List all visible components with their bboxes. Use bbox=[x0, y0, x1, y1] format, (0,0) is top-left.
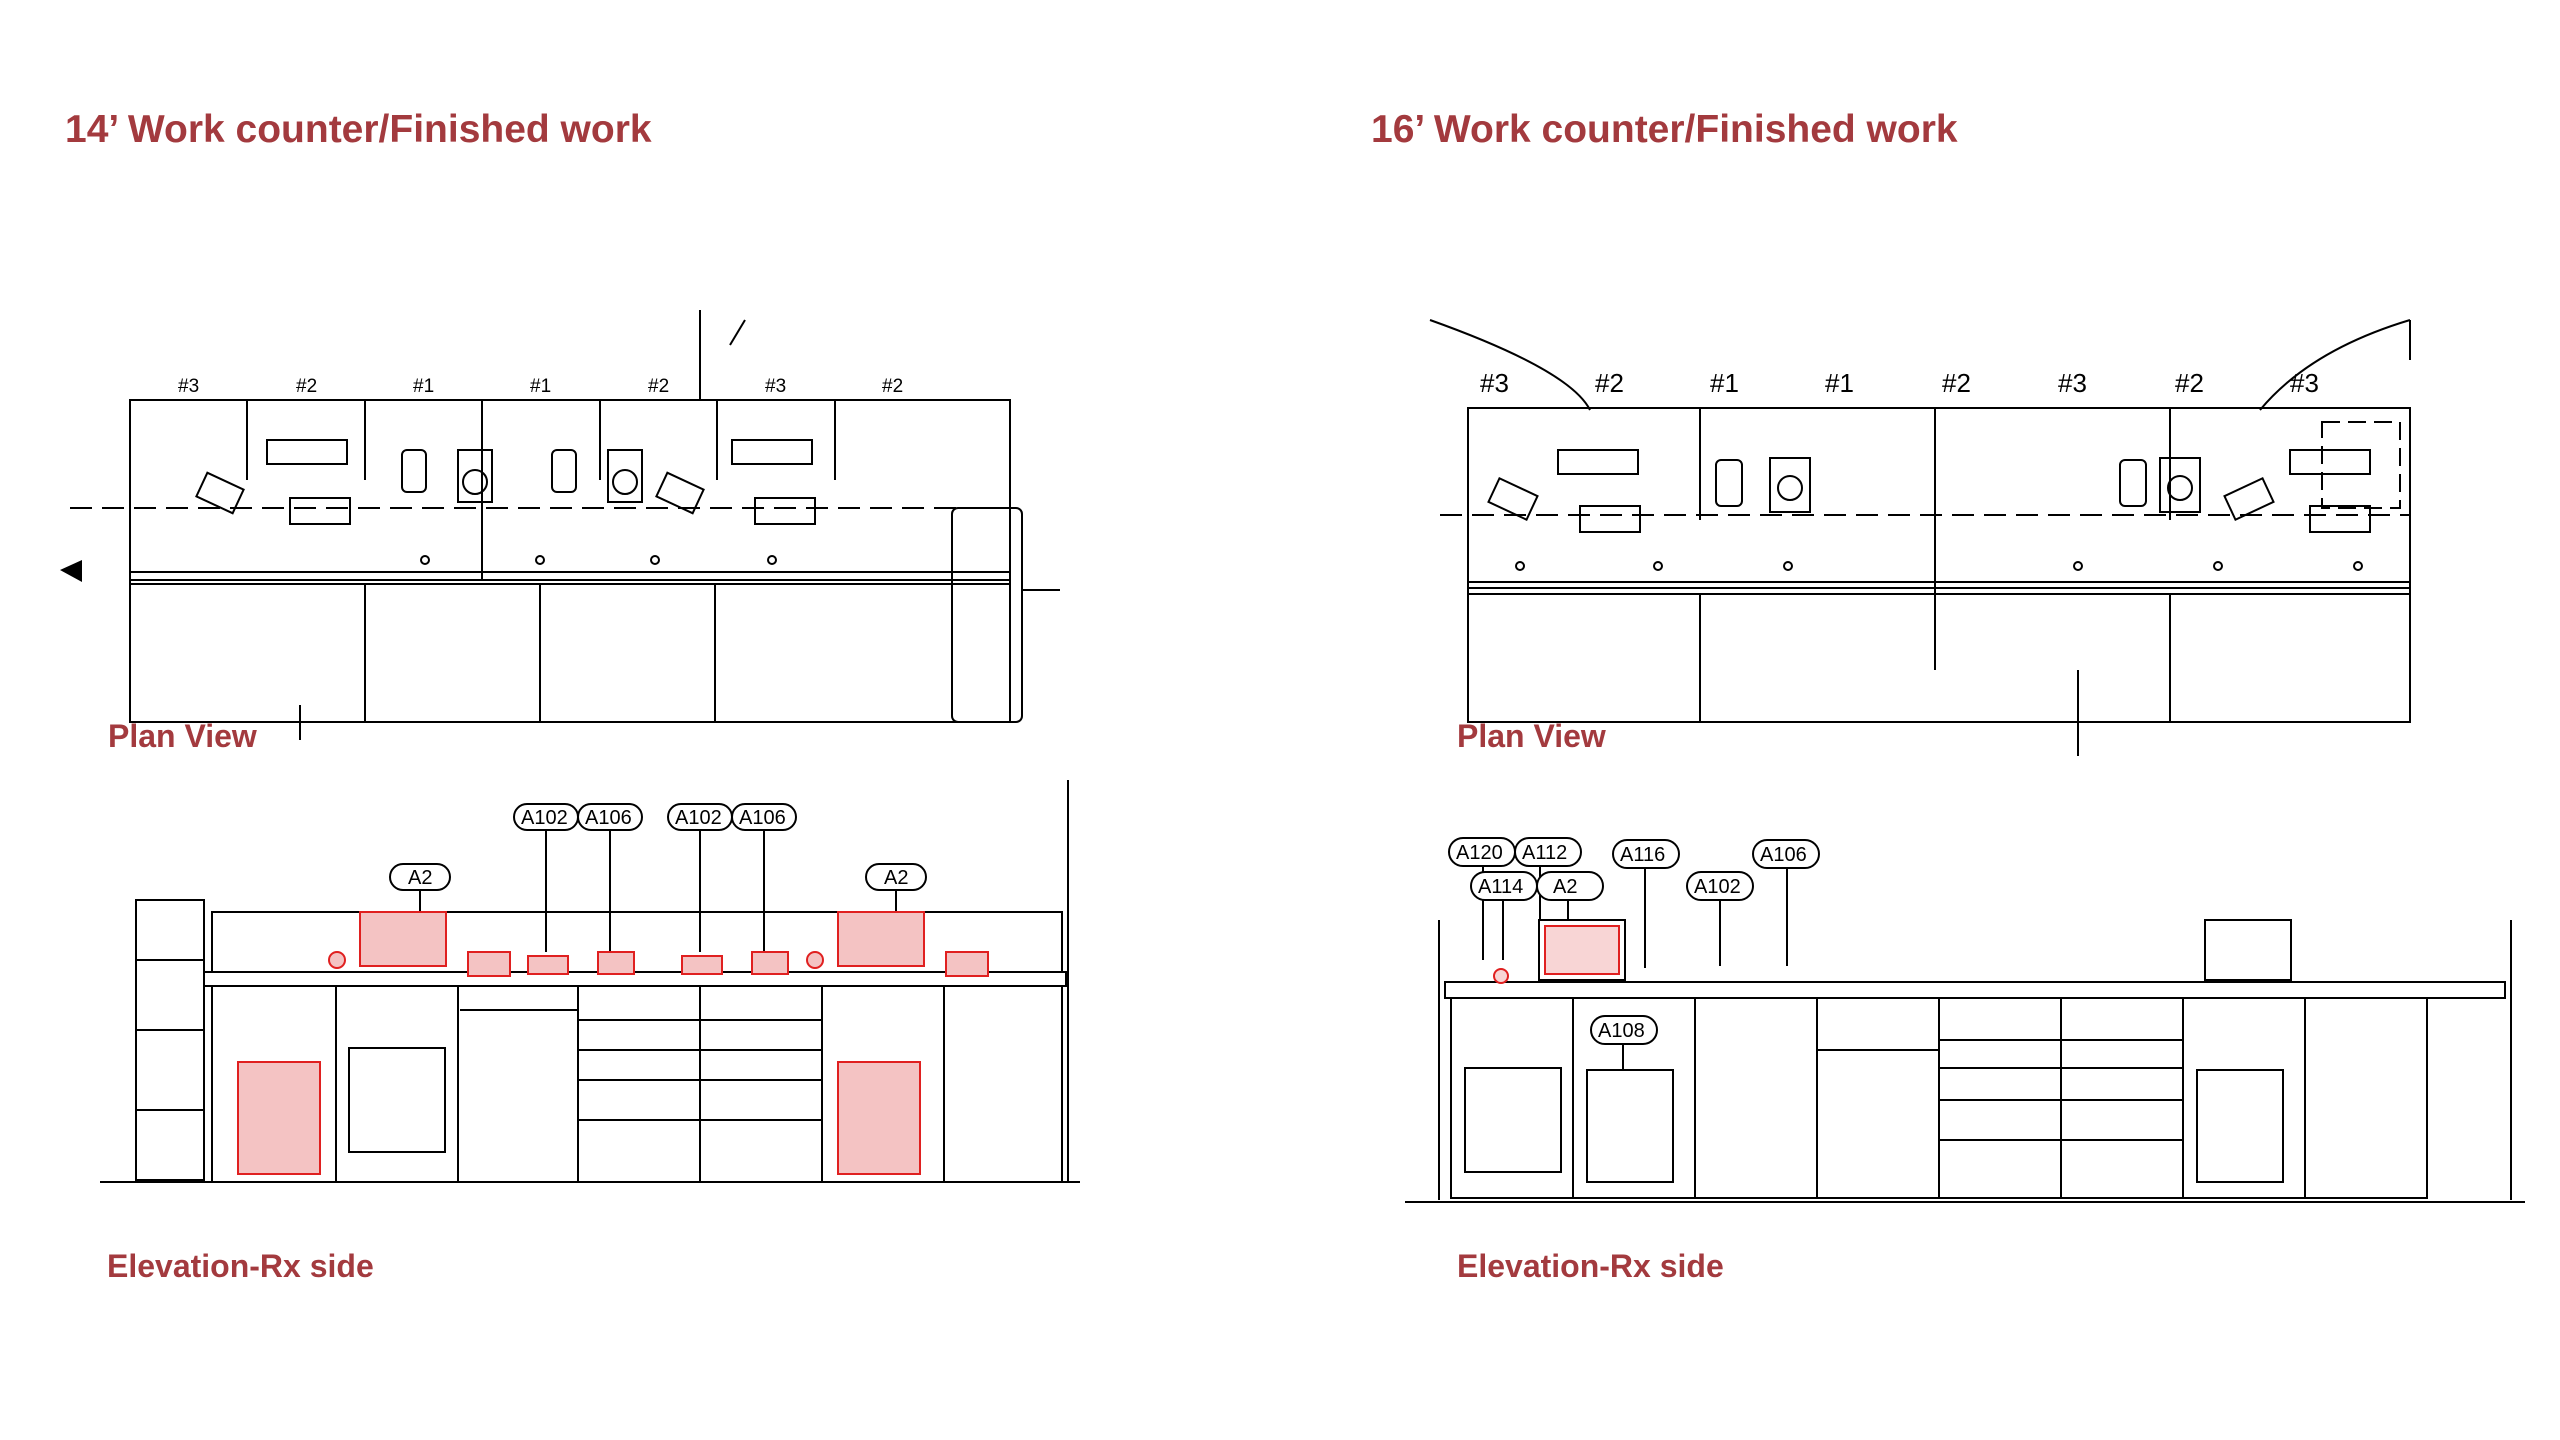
equipment-tag: A2 bbox=[1553, 876, 1577, 898]
left-elevation-caption: Elevation-Rx side bbox=[107, 1248, 374, 1284]
plan-label: #1 bbox=[413, 376, 434, 397]
red-equipment bbox=[237, 911, 989, 1175]
equipment-tag: A2 bbox=[884, 867, 908, 889]
right-plan-labels: #3 #2 #1 #1 #2 #3 #2 #3 bbox=[1480, 368, 2319, 398]
equipment-tag: A112 bbox=[1522, 842, 1567, 864]
plan-label: #2 bbox=[1595, 368, 1624, 398]
plan-label: #3 bbox=[178, 376, 199, 397]
left-elevation-drawing: A102 A106 A102 A106 A2 A2 bbox=[100, 780, 1080, 1183]
equipment-tag: A106 bbox=[585, 807, 632, 829]
plan-label: #3 bbox=[765, 376, 786, 397]
left-panel: 14’ Work counter/Finished work bbox=[60, 108, 1080, 1284]
equipment-tag: A114 bbox=[1478, 876, 1523, 898]
plan-label: #2 bbox=[1942, 368, 1971, 398]
counter-top bbox=[129, 399, 1011, 581]
left-plan-caption: Plan View bbox=[108, 718, 257, 754]
plan-label: #3 bbox=[2058, 368, 2087, 398]
left-heading: 14’ Work counter/Finished work bbox=[65, 108, 652, 151]
right-panel: 16’ Work counter/Finished work bbox=[1280, 0, 2560, 1440]
plan-label: #1 bbox=[1825, 368, 1854, 398]
left-plan-labels: #3 #2 #1 #1 #2 #3 #2 bbox=[178, 376, 903, 397]
plan-label: #2 bbox=[648, 376, 669, 397]
equipment-tag: A120 bbox=[1456, 842, 1503, 864]
right-plan-caption: Plan View bbox=[1457, 718, 1606, 754]
equipment-tag: A2 bbox=[408, 867, 432, 889]
red-equipment bbox=[1493, 925, 1620, 984]
counter-top bbox=[1467, 407, 2411, 589]
plan-label: #3 bbox=[1480, 368, 1509, 398]
equipment-tag: A106 bbox=[1760, 844, 1807, 866]
left-plan-drawing: #3 #2 #1 #1 #2 #3 #2 bbox=[60, 310, 1060, 740]
plan-label: #2 bbox=[882, 376, 903, 397]
right-elevation-caption: Elevation-Rx side bbox=[1457, 1248, 1724, 1284]
equipment-tag: A102 bbox=[1694, 876, 1741, 898]
plan-label: #1 bbox=[530, 376, 551, 397]
plan-label: #2 bbox=[2175, 368, 2204, 398]
right-elevation-drawing: A120 A112 A116 A106 A114 A2 A102 A108 bbox=[1405, 837, 2525, 1203]
equipment-tag: A106 bbox=[739, 807, 786, 829]
equipment-tag: A116 bbox=[1620, 844, 1665, 866]
plan-label: #1 bbox=[1710, 368, 1739, 398]
equipment-tag: A102 bbox=[521, 807, 568, 829]
equipment-tag: A108 bbox=[1598, 1020, 1645, 1042]
right-heading: 16’ Work counter/Finished work bbox=[1371, 108, 1958, 151]
plan-label: #3 bbox=[2290, 368, 2319, 398]
equipment-tag: A102 bbox=[675, 807, 722, 829]
right-plan-drawing: #3 #2 #1 #1 #2 #3 #2 #3 bbox=[1429, 319, 2411, 756]
plan-label: #2 bbox=[296, 376, 317, 397]
